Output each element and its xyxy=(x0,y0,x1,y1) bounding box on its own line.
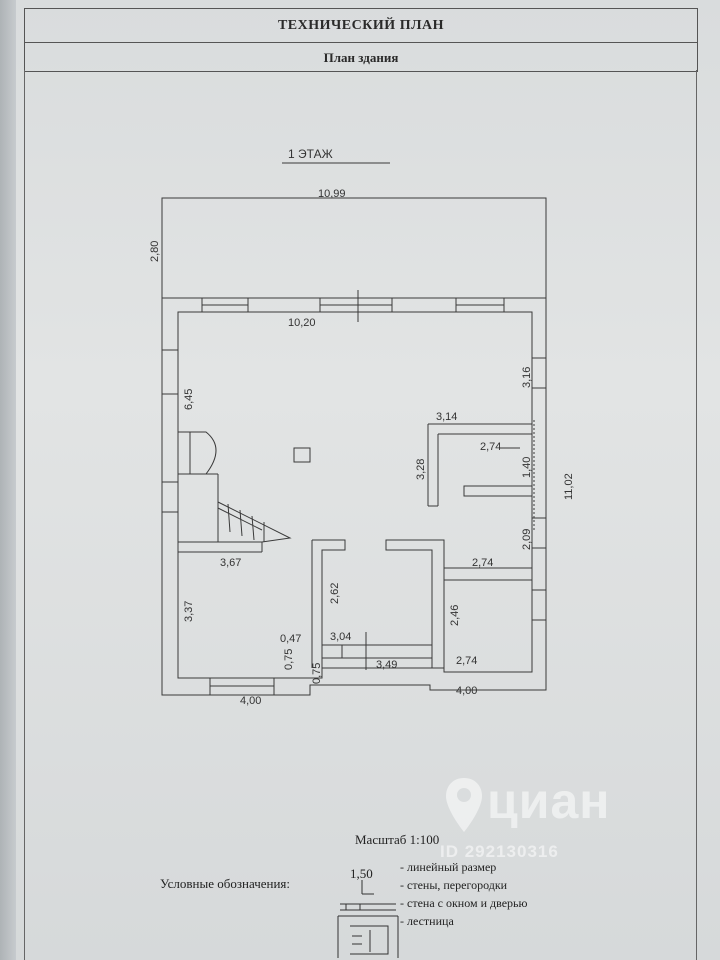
scale-label: Масштаб 1:100 xyxy=(355,832,440,847)
dim-bottom-left: 4,00 xyxy=(240,695,261,707)
dim-right-room-height: 2,46 xyxy=(449,605,461,626)
room-partition-upper xyxy=(427,423,532,507)
legend-item-window-door: - стена с окном и дверью xyxy=(400,896,528,910)
frame-left-border xyxy=(24,70,25,960)
window-left-2 xyxy=(161,481,179,513)
document-sheet xyxy=(16,0,720,960)
dim-corridor: 2,62 xyxy=(329,583,341,604)
dim-right-mid: 2,09 xyxy=(521,529,533,550)
dim-right-room-width: 2,74 xyxy=(472,557,493,569)
header-box: ТЕХНИЧЕСКИЙ ПЛАН План здания xyxy=(24,8,698,72)
legend-sample-value: 1,50 xyxy=(350,866,373,881)
corridor-wall-right xyxy=(385,539,445,669)
dim-bottom-inner: 3,49 xyxy=(376,659,397,671)
watermark: циан ID 292130316 xyxy=(440,770,620,861)
window-right-2 xyxy=(531,517,547,549)
page-binding-shadow xyxy=(0,0,16,960)
dim-left-upper: 6,45 xyxy=(183,389,195,410)
corridor-wall-left xyxy=(312,539,346,668)
dim-right-top: 3,16 xyxy=(521,367,533,388)
legend-title: Условные обозначения: xyxy=(160,876,291,891)
dim-small-left-vert: 0,75 xyxy=(283,649,295,670)
window-right-3 xyxy=(531,589,547,621)
dim-room-small: 1,40 xyxy=(521,457,533,478)
floor-label: 1 ЭТАЖ xyxy=(288,147,333,161)
dim-top-width: 10,99 xyxy=(318,188,346,200)
chimney xyxy=(293,447,311,463)
dim-right-total: 11,02 xyxy=(563,473,575,500)
terrace-outline xyxy=(161,197,547,300)
legend-item-linear: - линейный размер xyxy=(400,860,497,874)
watermark-brand: циан xyxy=(487,773,611,829)
dim-small-left: 0,47 xyxy=(280,633,301,645)
dim-bottom-right-width: 2,74 xyxy=(456,655,477,667)
legend-item-walls: - стены, перегородки xyxy=(400,878,508,892)
dim-left-lower: 3,37 xyxy=(183,601,195,622)
dim-inner-top: 10,20 xyxy=(288,317,316,329)
dim-room-inner: 2,74 xyxy=(480,441,501,453)
window-right-1 xyxy=(531,357,547,389)
frame-right-border xyxy=(696,70,697,960)
window-left-1 xyxy=(161,349,179,395)
dim-bottom-mid: 3,04 xyxy=(330,631,351,643)
location-pin-icon xyxy=(446,778,482,832)
room-partition-mid xyxy=(463,485,533,497)
stair-run xyxy=(178,501,292,543)
dim-bottom-small-vert: 0,75 xyxy=(311,663,323,684)
header-divider xyxy=(25,42,697,43)
dim-terrace: 2,80 xyxy=(149,241,161,262)
dim-room-top: 3,14 xyxy=(436,411,457,423)
dim-bottom-right: 4,00 xyxy=(456,685,477,697)
stair-curve xyxy=(178,431,217,475)
legend-samples xyxy=(337,880,399,958)
watermark-id: ID 292130316 xyxy=(440,842,559,861)
dim-room-height: 3,28 xyxy=(415,459,427,480)
outer-wall-inner xyxy=(177,311,533,679)
document-title: ТЕХНИЧЕСКИЙ ПЛАН xyxy=(277,18,445,33)
document-subtitle: План здания xyxy=(323,50,399,65)
dim-stair-width: 3,67 xyxy=(220,557,241,569)
legend-item-stairs: - лестница xyxy=(400,914,454,928)
